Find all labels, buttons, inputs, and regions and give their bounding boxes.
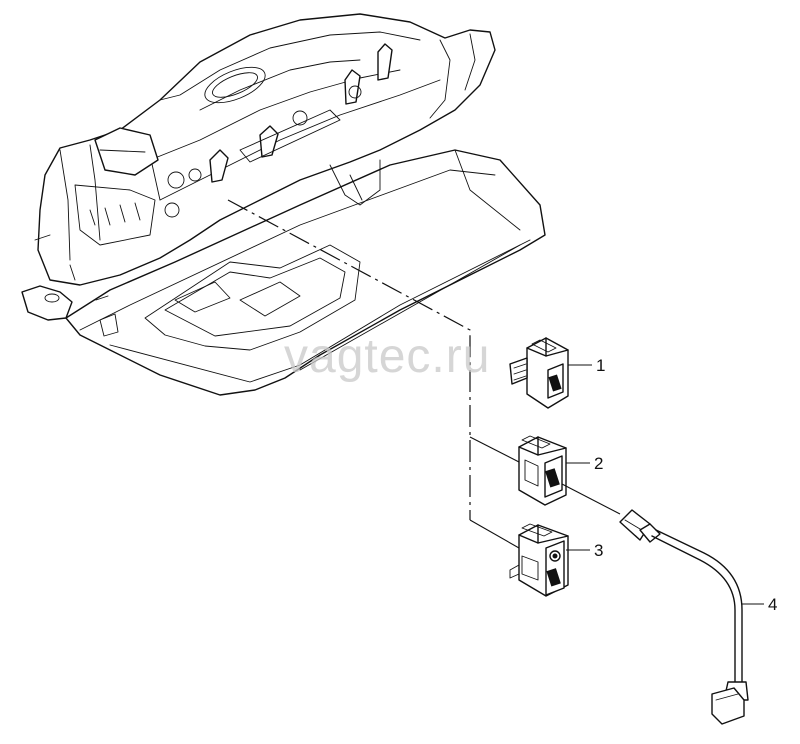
watermark-text: vagtec.ru (284, 330, 490, 383)
part-4-usb-cable (619, 509, 749, 725)
glove-box-assembly (21, 13, 546, 396)
callout-4: 4 (768, 595, 777, 614)
callout-1: 1 (596, 356, 605, 375)
callout-2: 2 (594, 454, 603, 473)
part-3-aux-usb-socket (509, 523, 569, 597)
part-2-usb-socket (518, 435, 567, 506)
part-1-usb-socket (509, 337, 569, 409)
assembly-centerlines (227, 199, 471, 520)
leader-lines (469, 364, 764, 605)
callout-3: 3 (594, 541, 603, 560)
